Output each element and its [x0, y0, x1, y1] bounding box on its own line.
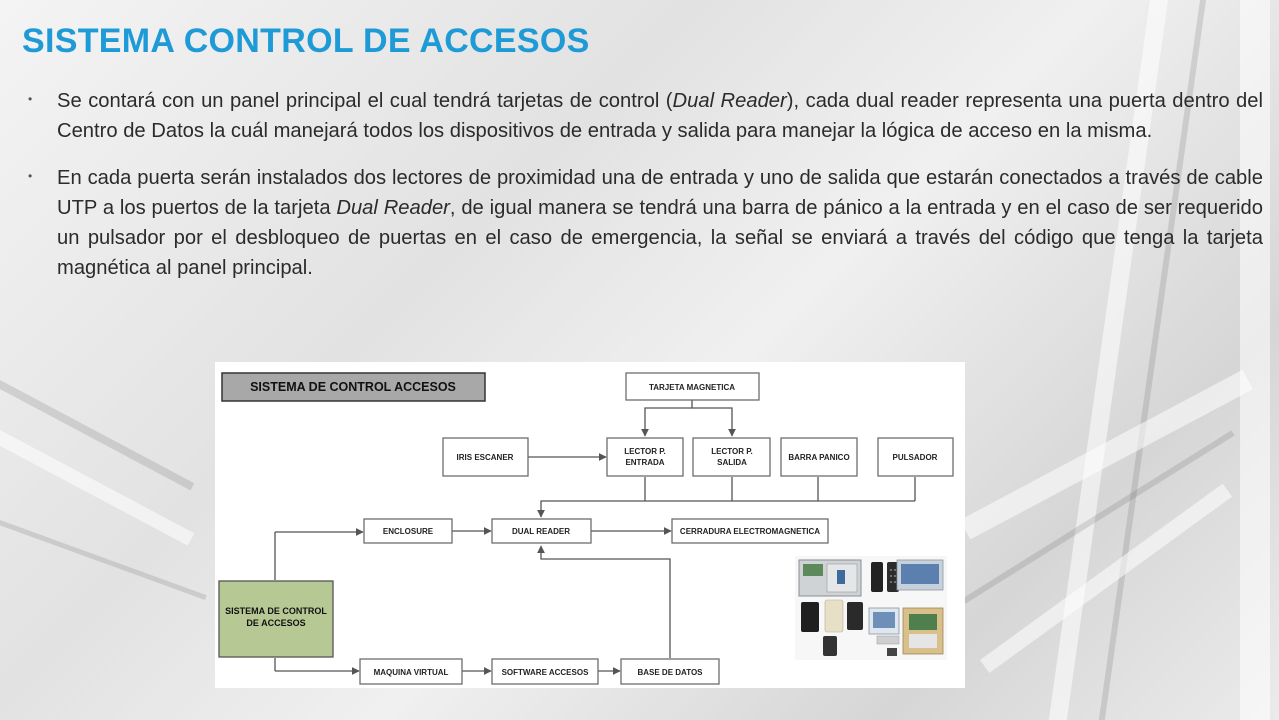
node-maquina-virtual — [359, 658, 463, 685]
bullet-list: • Se contará con un panel principal el c… — [28, 86, 1263, 300]
access-control-hardware-photo-icon — [795, 556, 947, 660]
diagram-header-box — [221, 372, 486, 402]
bullet-1-segment-1: Se contará con un panel principal el cua… — [57, 90, 673, 112]
node-iris-escaner-label: IRIS ESCANER — [457, 453, 514, 462]
connector-base-dual — [537, 545, 671, 658]
node-barra-panico-label: BARRA PANICO — [788, 453, 849, 462]
bullet-2-segment-1: En cada puerta serán instalados dos lect… — [57, 167, 1263, 219]
node-enclosure-label: ENCLOSURE — [383, 527, 434, 536]
node-maquina-virtual-label: MAQUINA VIRTUAL — [374, 668, 449, 677]
bullet-text-2: En cada puerta serán instalados dos lect… — [57, 163, 1263, 283]
diagram-header-label: SISTEMA DE CONTROL ACCESOS — [250, 380, 456, 394]
connector-tarjeta-entrada — [641, 399, 693, 437]
node-pulsador — [877, 437, 954, 477]
bullet-1-segment-2: Dual Reader — [672, 90, 787, 112]
node-lector-salida-label-1: LECTOR P. — [711, 447, 753, 456]
bullet-1-segment-3: ), cada dual reader representa una puert… — [57, 90, 1263, 142]
node-dual-reader — [491, 518, 592, 544]
node-barra-panico — [780, 437, 858, 477]
node-cerradura-label: CERRADURA ELECTROMAGNETICA — [680, 527, 820, 536]
node-tarjeta-magnetica — [625, 372, 760, 401]
bullet-dot-icon: • — [28, 92, 33, 106]
node-sistema-control-label-2: DE ACCESOS — [246, 618, 305, 628]
node-enclosure — [363, 518, 453, 544]
node-software-accesos-label: SOFTWARE ACCESOS — [502, 668, 589, 677]
node-lector-entrada-label-2: ENTRADA — [625, 458, 664, 467]
node-pulsador-label: PULSADOR — [893, 453, 938, 462]
node-dual-reader-label: DUAL READER — [512, 527, 570, 536]
node-lector-entrada — [606, 437, 684, 477]
connector-bus-dual — [537, 500, 915, 518]
bullet-dot-icon: • — [28, 169, 33, 183]
node-sistema-control-label-1: SISTEMA DE CONTROL — [225, 606, 327, 616]
bullet-2-segment-3: , de igual manera se tendrá una barra de… — [57, 197, 1263, 279]
bullet-item: • Se contará con un panel principal el c… — [28, 86, 1263, 146]
node-lector-salida-label-2: SALIDA — [717, 458, 747, 467]
node-tarjeta-magnetica-label: TARJETA MAGNETICA — [649, 383, 735, 392]
node-iris-escaner — [442, 437, 529, 477]
node-base-datos-label: BASE DE DATOS — [637, 668, 703, 677]
diagram-svg: SISTEMA DE CONTROL ACCESOS TARJETA MAGNE… — [218, 372, 954, 685]
connector-tarjeta-salida — [692, 407, 736, 437]
bullet-2-segment-2: Dual Reader — [336, 197, 450, 219]
node-software-accesos — [491, 658, 599, 685]
node-cerradura — [671, 518, 829, 544]
node-lector-salida — [692, 437, 771, 477]
page-title: SISTEMA CONTROL DE ACCESOS — [22, 22, 590, 60]
hardware-photo-svg — [798, 559, 944, 656]
bullet-text-1: Se contará con un panel principal el cua… — [57, 86, 1263, 146]
node-sistema-control — [218, 580, 334, 658]
node-lector-entrada-label-1: LECTOR P. — [624, 447, 666, 456]
bullet-item: • En cada puerta serán instalados dos le… — [28, 163, 1263, 283]
node-base-datos — [620, 658, 720, 685]
